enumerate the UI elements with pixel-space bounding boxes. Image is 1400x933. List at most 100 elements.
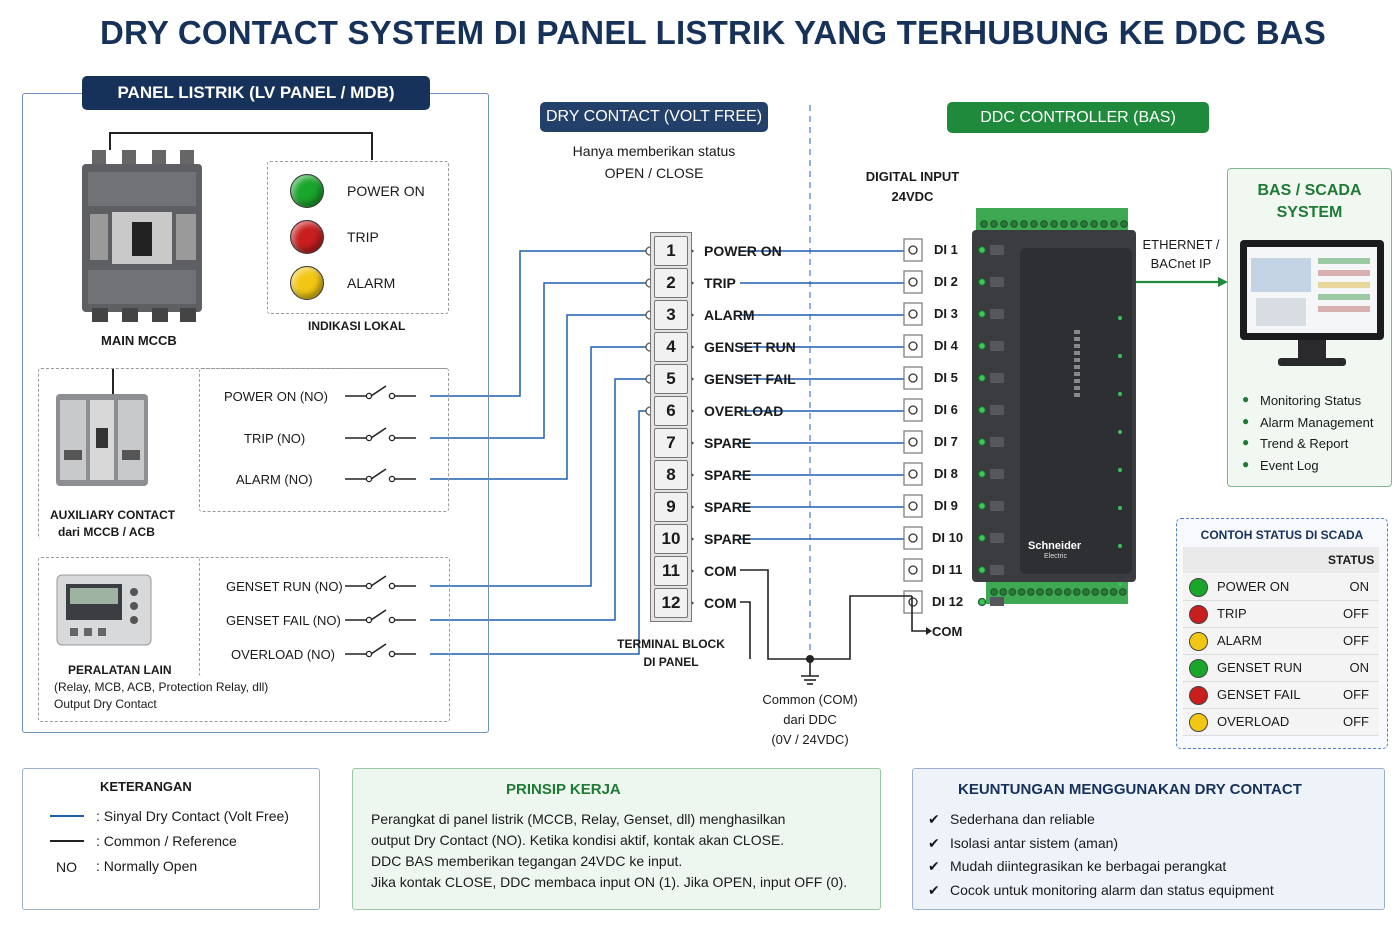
status-row: TRIP OFF: [1183, 601, 1379, 628]
terminal-label: SPARE: [704, 531, 752, 547]
status-dot-icon: [1189, 578, 1208, 597]
scada-feature: Trend & Report: [1260, 436, 1349, 451]
dry-contact-header: DRY CONTACT (VOLT FREE): [540, 102, 768, 132]
keuntungan-title: KEUNTUNGAN MENGGUNAKAN DRY CONTACT: [958, 781, 1302, 798]
terminal-label: SPARE: [704, 499, 752, 515]
ddc-input-label: DI 2: [934, 274, 958, 289]
other-outer-frame: [38, 557, 450, 722]
terminal-2: 2: [654, 268, 688, 298]
ddc-brand-sub: Electric: [1044, 553, 1067, 560]
terminal-9: 9: [654, 492, 688, 522]
terminal-1: 1: [654, 236, 688, 266]
terminal-label: COM: [704, 563, 737, 579]
ddc-header: DDC CONTROLLER (BAS): [947, 102, 1209, 133]
ddc-input-label: DI 4: [934, 338, 958, 353]
status-value: OFF: [1343, 606, 1369, 621]
panel-header: PANEL LISTRIK (LV PANEL / MDB): [82, 76, 430, 110]
terminal-label: POWER ON: [704, 243, 782, 259]
legend-title: KETERANGAN: [100, 779, 192, 794]
trip-lamp-icon: [290, 220, 324, 254]
prinsip-line: Jika kontak CLOSE, DDC membaca input ON …: [371, 874, 848, 890]
common-label: dari DDC: [783, 712, 837, 727]
ethernet-label: BACnet IP: [1150, 256, 1212, 271]
ddc-input-label: DI 6: [934, 402, 958, 417]
alarm-lamp-icon: [290, 266, 324, 300]
status-name: POWER ON: [1217, 579, 1290, 594]
ddc-input-label: DI 10: [932, 530, 964, 545]
terminal-4: 4: [654, 332, 688, 362]
indicator-label: POWER ON: [347, 183, 425, 199]
terminal-10: 10: [654, 524, 688, 554]
ddc-input-label: DI 5: [934, 370, 958, 385]
status-name: GENSET FAIL: [1217, 687, 1301, 702]
status-dot-icon: [1189, 632, 1208, 651]
mccb-label: MAIN MCCB: [101, 333, 177, 348]
aux-label: AUXILIARY CONTACT: [50, 508, 176, 522]
other-contact-frame: [199, 557, 448, 677]
prinsip-line: output Dry Contact (NO). Ketika kondisi …: [371, 832, 785, 848]
status-name: OVERLOAD: [1217, 714, 1290, 729]
status-value: ON: [1349, 660, 1370, 675]
aux-contact-label: ALARM (NO): [236, 472, 313, 487]
aux-contact-label: POWER ON (NO): [224, 389, 328, 404]
status-name: ALARM: [1217, 633, 1262, 648]
page-title: DRY CONTACT SYSTEM DI PANEL LISTRIK YANG…: [100, 14, 1326, 51]
scada-feature: Monitoring Status: [1260, 393, 1362, 408]
ddc-input-label: DI 11: [932, 562, 963, 577]
status-table-title: CONTOH STATUS DI SCADA: [1200, 528, 1364, 542]
status-col-header: STATUS: [1328, 553, 1375, 567]
status-dot-icon: [1189, 686, 1208, 705]
legend-line-icons: [50, 815, 84, 842]
digital-input-label: DIGITAL INPUT: [865, 169, 960, 184]
status-name: TRIP: [1217, 606, 1247, 621]
status-dot-icon: [1189, 713, 1208, 732]
terminal-11: 11: [654, 556, 688, 586]
prinsip-line: Perangkat di panel listrik (MCCB, Relay,…: [371, 811, 786, 827]
status-table-header-row: [1183, 547, 1379, 573]
ddc-input-label: DI 8: [934, 466, 958, 481]
scada-feature: Alarm Management: [1260, 414, 1374, 430]
mccb-icon: [82, 150, 202, 322]
indicator-label: ALARM: [347, 275, 396, 291]
common-label: (0V / 24VDC): [771, 732, 849, 747]
terminal-label: TRIP: [704, 275, 736, 291]
other-contact-label: GENSET RUN (NO): [226, 579, 343, 594]
terminal-caption: TERMINAL BLOCK: [617, 637, 725, 651]
power-on-lamp-icon: [290, 174, 324, 208]
status-value: OFF: [1343, 633, 1369, 648]
ddc-com-label: COM: [932, 624, 963, 639]
other-contact-label: OVERLOAD (NO): [231, 647, 336, 662]
status-name: GENSET RUN: [1217, 660, 1302, 675]
terminal-12: 12: [654, 588, 688, 618]
ddc-input-label: DI 9: [934, 498, 958, 513]
legend-text: : Normally Open: [96, 858, 198, 874]
check-icon: ✔: [928, 811, 940, 827]
status-value: OFF: [1343, 687, 1369, 702]
status-row: OVERLOAD OFF: [1183, 709, 1379, 736]
monitor-icon: [1240, 240, 1384, 366]
ddc-brand: Schneider: [1028, 540, 1082, 552]
terminal-label: GENSET RUN: [704, 339, 796, 355]
keuntungan-item: Sederhana dan reliable: [950, 811, 1095, 827]
other-device-icon: [56, 574, 152, 646]
keuntungan-item: Mudah diintegrasikan ke berbagai perangk…: [950, 858, 1227, 874]
legend-text: : Sinyal Dry Contact (Volt Free): [96, 808, 289, 824]
legend-box: [22, 768, 320, 910]
terminal-label: SPARE: [704, 435, 752, 451]
aux-label-sub: dari MCCB / ACB: [58, 525, 155, 539]
terminal-7: 7: [654, 428, 688, 458]
ddc-input-label: DI 3: [934, 306, 958, 321]
terminal-label: OVERLOAD: [704, 403, 784, 419]
aux-contact-frame: [199, 368, 449, 512]
digital-input-label: 24VDC: [891, 189, 934, 204]
terminal-label: ALARM: [704, 307, 755, 323]
status-value: OFF: [1343, 714, 1369, 729]
status-row: ALARM OFF: [1183, 628, 1379, 655]
dry-contact-desc: Hanya memberikan status: [572, 143, 736, 159]
dry-contact-desc: OPEN / CLOSE: [604, 165, 704, 181]
terminal-label: COM: [704, 595, 737, 611]
other-label-sub: Output Dry Contact: [54, 697, 157, 711]
terminal-5: 5: [654, 364, 688, 394]
legend-text: : Common / Reference: [96, 833, 237, 849]
